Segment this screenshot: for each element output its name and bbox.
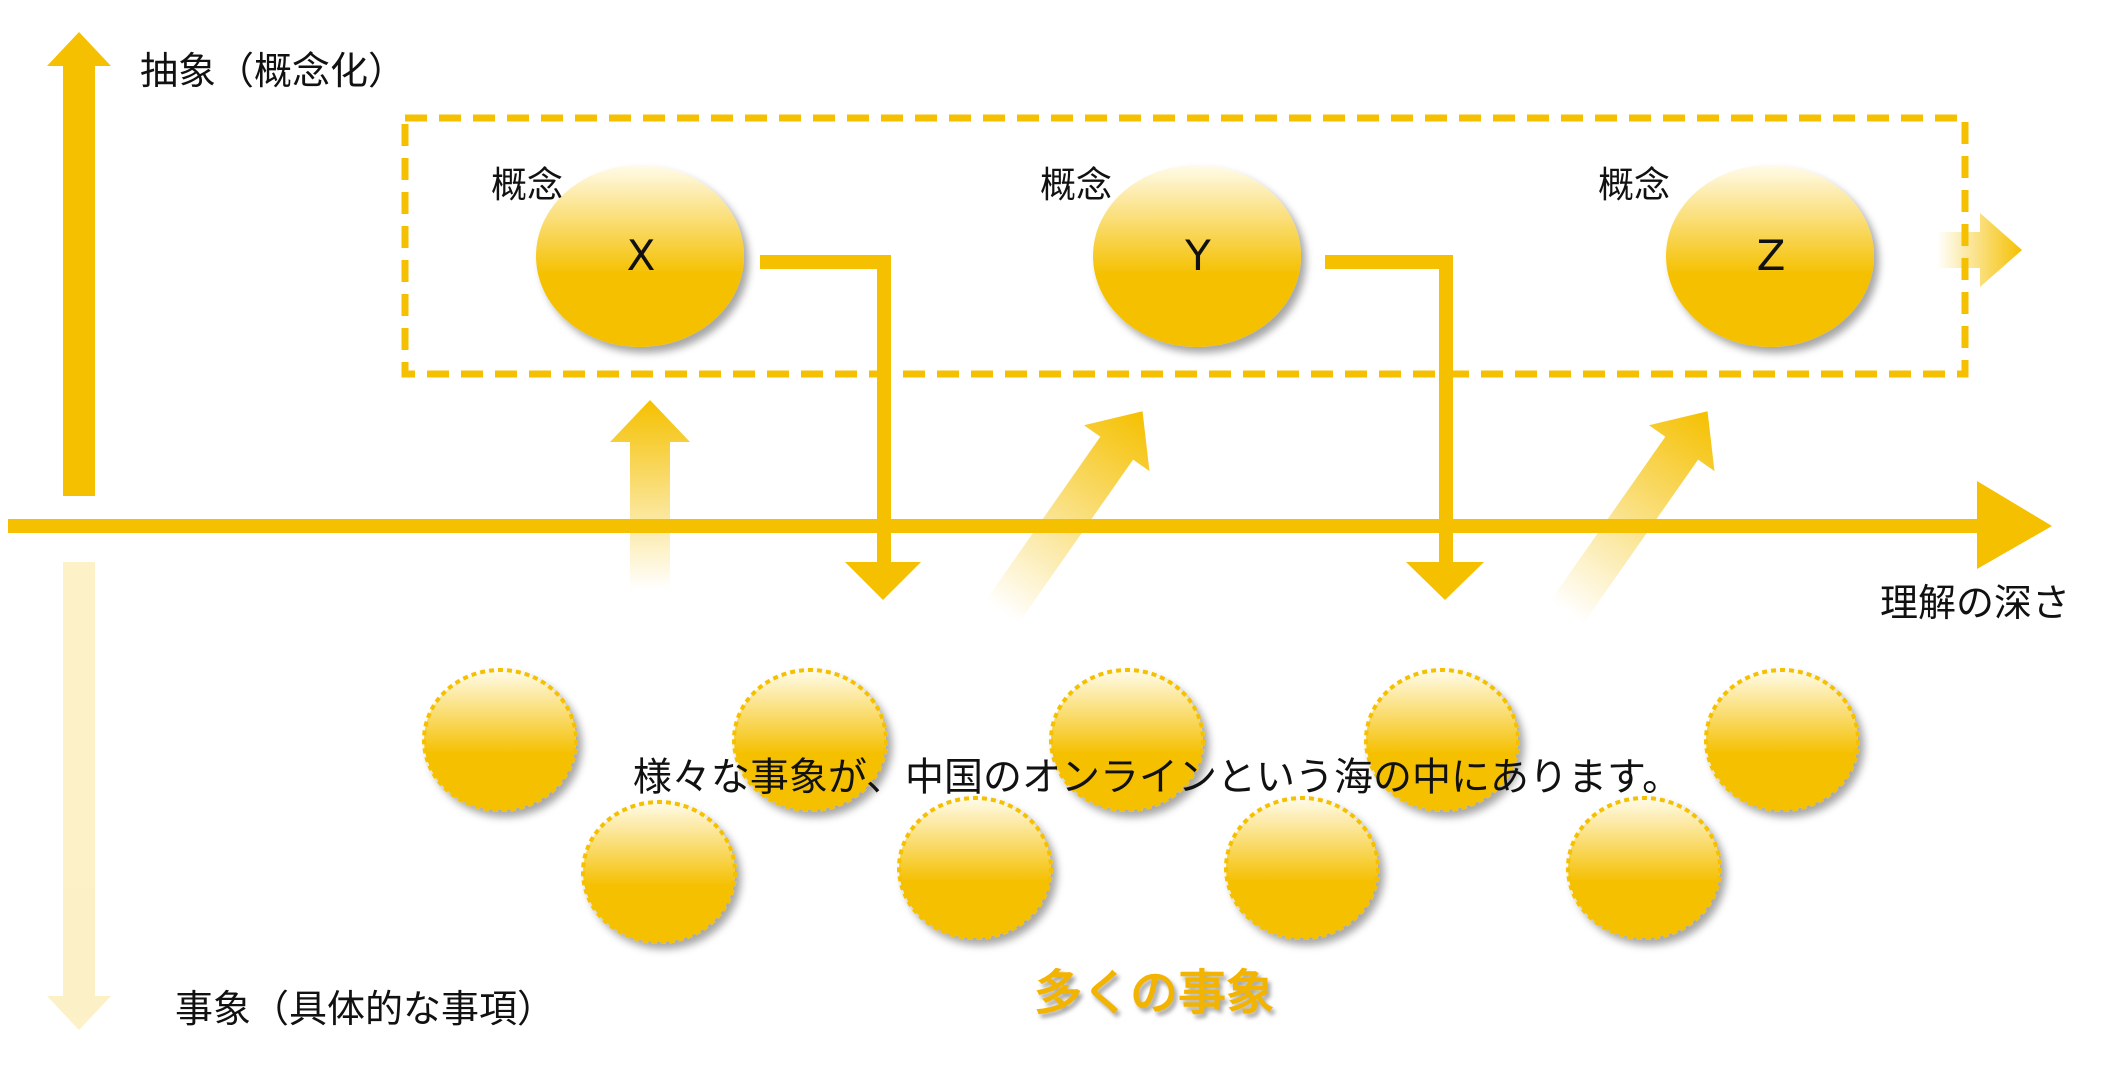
concept-node-z: [1666, 165, 1874, 347]
concept-caption-z: 概念: [1598, 165, 1671, 206]
elbow-arrow-y: [1325, 255, 1484, 600]
event-node: [422, 668, 578, 812]
understanding-axis-label: 理解の深さ: [1880, 581, 2071, 625]
concrete-axis-label: 事象（具体的な事項）: [175, 987, 556, 1031]
understanding-axis-arrow: [8, 481, 2052, 569]
abstraction-arrow-z: [1550, 411, 1715, 624]
abstraction-axis-label: 抽象（概念化）: [140, 49, 407, 93]
event-node: [581, 800, 737, 944]
abstraction-arrow-x: [610, 400, 690, 590]
event-node: [897, 796, 1053, 940]
event-nodes: [422, 668, 1860, 944]
concept-name-y: Y: [1185, 231, 1211, 280]
event-node: [1364, 668, 1520, 812]
continuation-arrow: [1937, 213, 2022, 287]
concept-name-z: Z: [1756, 231, 1786, 280]
elbow-arrow-x: [760, 255, 921, 600]
event-node: [1049, 668, 1205, 812]
concept-caption-x: 概念: [491, 165, 564, 206]
event-node: [1566, 796, 1722, 940]
concept-node-x: [536, 165, 744, 347]
abstraction-axis-arrow: [47, 32, 111, 496]
event-node: [732, 668, 888, 812]
abstraction-arrow-y: [985, 411, 1150, 624]
concrete-axis-arrow: [47, 562, 111, 1030]
events-sentence: 様々な事象が、中国のオンラインという海の中にあります。: [632, 755, 1682, 801]
event-node: [1704, 668, 1860, 812]
concept-name-x: X: [626, 231, 656, 280]
events-caption: 多くの事象: [1033, 965, 1275, 1021]
concept-node-y: [1093, 165, 1301, 347]
event-node: [1224, 796, 1380, 940]
concept-caption-y: 概念: [1040, 165, 1113, 206]
